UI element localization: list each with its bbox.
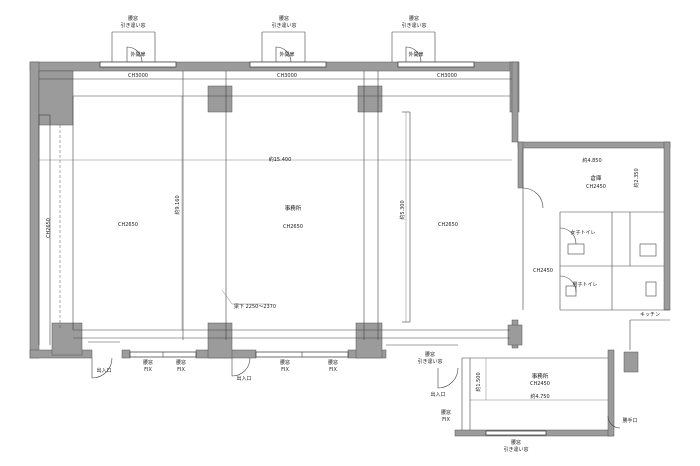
exterior-walls (29, 61, 523, 359)
main-room-ch: CH2650 (283, 224, 303, 230)
bottom-openings (88, 341, 458, 379)
fix-left-1: 腰窓 (143, 359, 153, 366)
lower-fix-2: FIX (442, 417, 450, 423)
lower-office-name: 事務所 (532, 372, 549, 380)
lower-sash-1: 腰窓 (425, 351, 435, 358)
lower-office-width: 約4.750 (530, 393, 549, 400)
door-label-1: 外開扉 (130, 51, 145, 58)
lower-office-ch: CH2450 (530, 381, 550, 387)
fix-right-1a: 腰窓 (280, 359, 290, 366)
top-windows (99, 31, 475, 68)
ch-bay1: CH2650 (118, 222, 138, 228)
lower-office (437, 349, 621, 437)
main-width-dim: 約15.400 (269, 156, 292, 163)
entrance-3: 出入口 (430, 391, 445, 398)
ceiling-top-2: CH3000 (277, 73, 297, 79)
storage-ch: CH2450 (586, 184, 606, 190)
ceiling-top-3: CH3000 (437, 73, 457, 79)
corridor-ch: CH2450 (533, 268, 553, 274)
kitchen-label: キッチン (640, 312, 660, 318)
fix-entry-1: 腰窓 (176, 359, 186, 366)
bottom-sash-1: 腰窓 (511, 439, 521, 446)
ch-bay3: CH2650 (438, 222, 458, 228)
storage-name: 倉庫 (590, 174, 602, 182)
sash-label-top-mid-2: 引き違い窓 (271, 22, 296, 29)
mens-wc: 男子トイレ (572, 281, 597, 288)
sash-label-top-right-2: 引き違い窓 (401, 22, 426, 29)
katsuteguchi: 勝手口 (622, 417, 637, 424)
annex (517, 141, 671, 373)
main-room-name: 事務所 (285, 204, 302, 212)
sash-label-top-left-2: 引き違い窓 (120, 22, 145, 29)
lower-sash-2: 引き違い窓 (417, 358, 442, 365)
entrance-1: 出入口 (96, 367, 111, 374)
fix-right-1b: FIX (281, 367, 289, 373)
interior-lines (38, 71, 512, 345)
ch-left: CH2650 (46, 218, 52, 238)
door-label-2: 外開扉 (279, 51, 294, 58)
lower-office-depth: 約1.500 (475, 372, 482, 391)
entrance-2: 出入口 (236, 375, 251, 382)
bottom-sash-2: 引き違い窓 (503, 446, 528, 453)
storage-depth: 約2.350 (633, 168, 640, 187)
fix-entry-2: FIX (177, 367, 185, 373)
door-label-3: 外開扉 (408, 51, 423, 58)
ceiling-top-1: CH3000 (128, 73, 148, 79)
storage-width: 約4.850 (582, 157, 601, 164)
fix-left-2: FIX (144, 367, 152, 373)
sash-label-top-mid-1: 腰窓 (279, 15, 289, 22)
main-depth-dim: 約9.160 (174, 195, 181, 214)
womens-wc: 女子トイレ (570, 229, 595, 236)
labels: 腰窓 引き違い窓 腰窓 引き違い窓 腰窓 引き違い窓 外開扉 外開扉 外開扉 C… (46, 15, 660, 453)
lower-fix-1: 腰窓 (441, 409, 451, 416)
fix-right-2a: 腰窓 (328, 359, 338, 366)
inner-depth-dim: 約5.300 (399, 200, 406, 219)
sash-label-top-left-1: 腰窓 (128, 15, 138, 22)
beam-note: 梁下 2250〜2370 (234, 303, 276, 310)
fix-right-2b: FIX (329, 367, 337, 373)
sash-label-top-right-1: 腰窓 (409, 15, 419, 22)
